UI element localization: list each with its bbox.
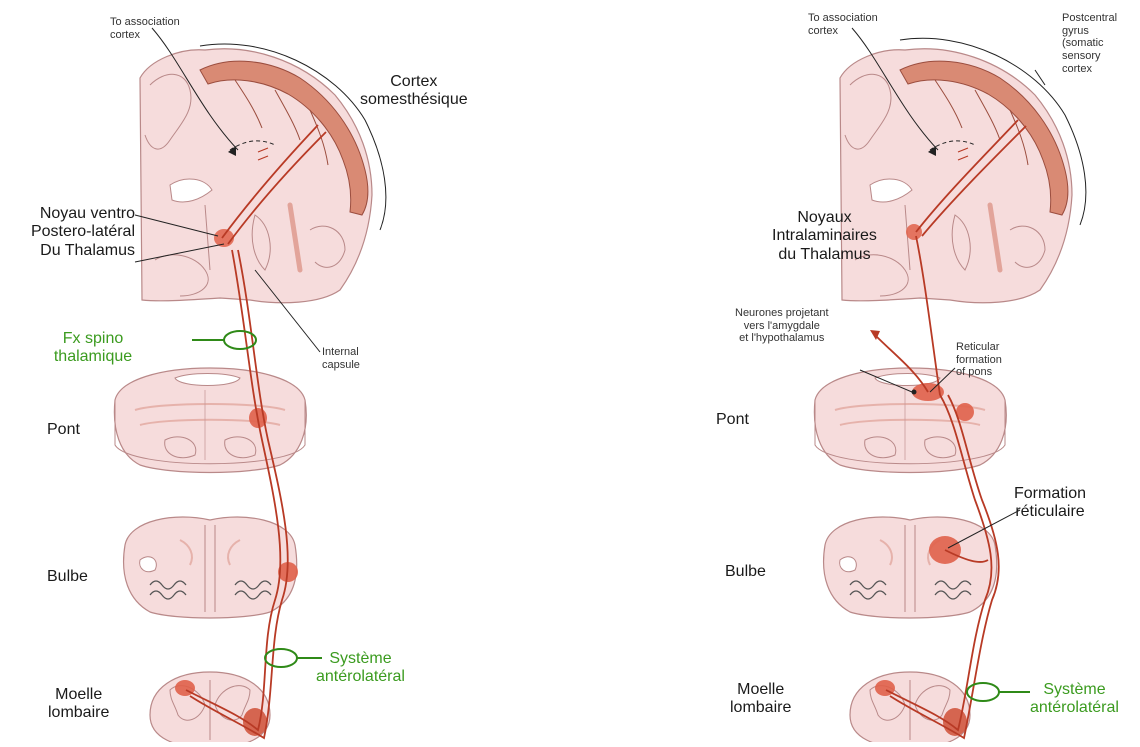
left-systeme-ring [265, 649, 297, 667]
left-pont-label: Pont [47, 421, 80, 439]
left-pons [114, 368, 306, 473]
right-medulla [824, 517, 997, 618]
right-neuron-dot [912, 390, 917, 395]
right-panel [814, 28, 1086, 742]
right-bulbe-label: Bulbe [725, 563, 766, 581]
right-pons [814, 368, 1006, 473]
left-bulbe-label: Bulbe [47, 568, 88, 586]
left-medulla [124, 517, 297, 618]
left-panel [114, 28, 386, 742]
right-pont-label: Pont [716, 411, 749, 429]
right-gyrus-pointer [1035, 70, 1045, 85]
left-tract-ring [224, 331, 256, 349]
right-brain-section [840, 49, 1072, 303]
